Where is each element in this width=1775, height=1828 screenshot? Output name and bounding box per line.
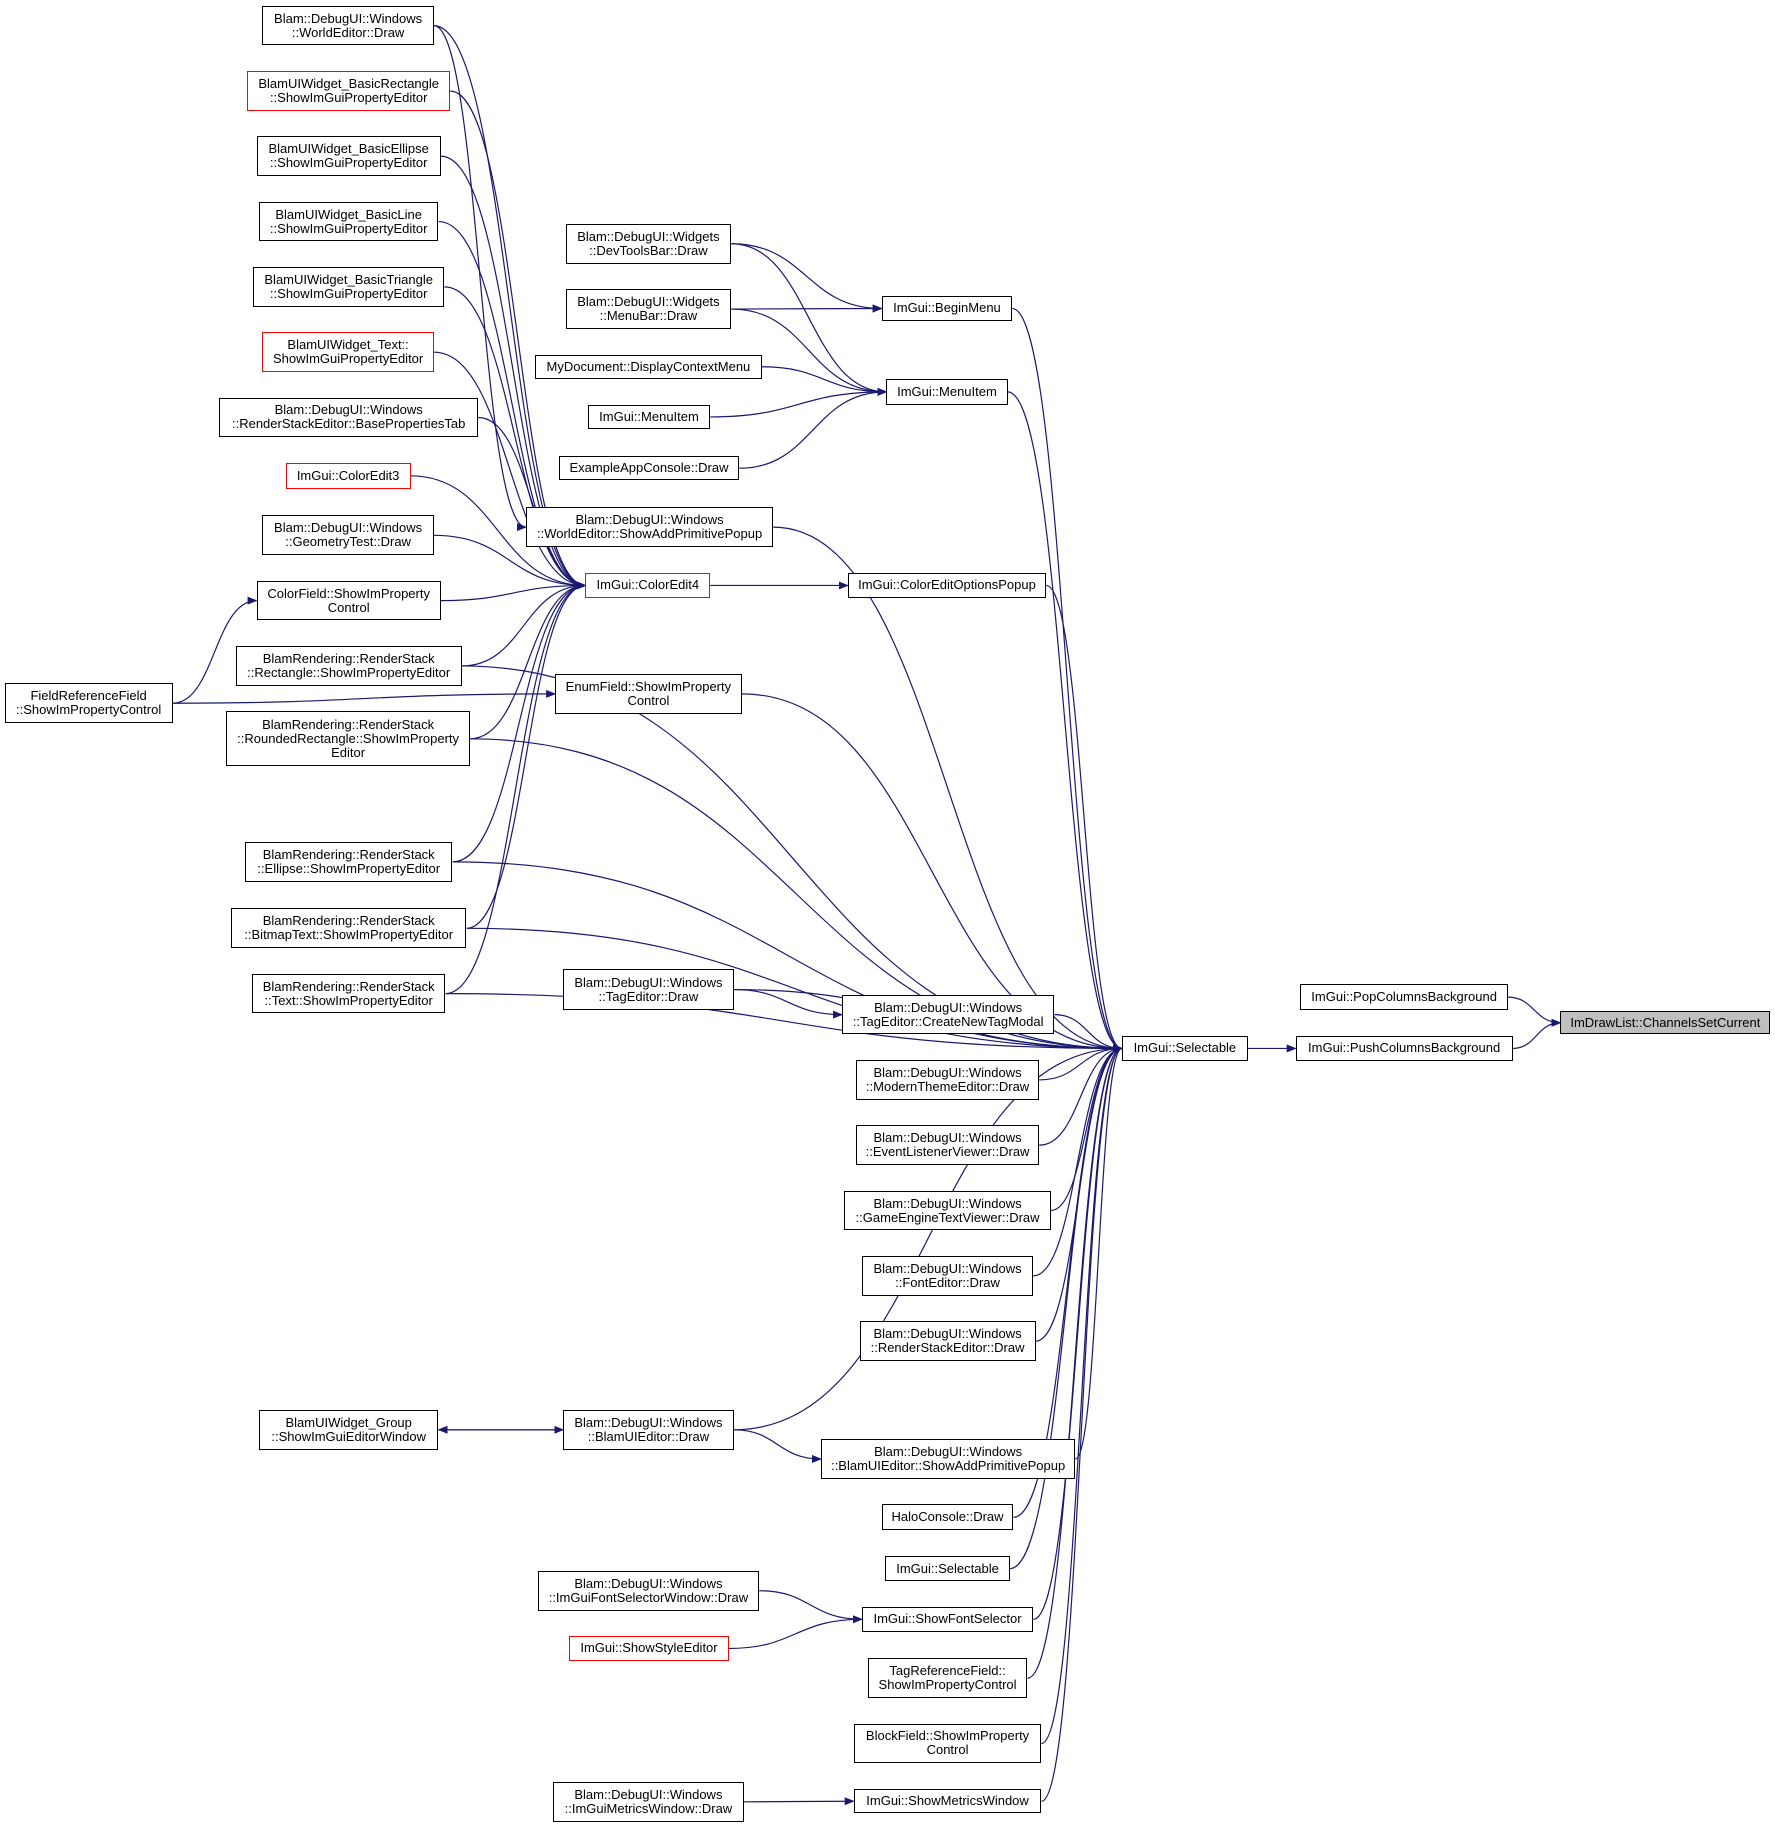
graph-node-coloredit3[interactable]: ImGui::ColorEdit3 [285, 462, 411, 489]
graph-node-haloconsole[interactable]: HaloConsole::Draw [881, 1504, 1014, 1531]
graph-edge-styleeditor-to-fontselector [728, 1615, 863, 1650]
graph-edge-basicline-to-coloredit4 [438, 220, 587, 590]
graph-edge-rstext-to-coloredit4 [445, 581, 587, 995]
graph-node-colorfield[interactable]: ColorField::ShowImProperty Control [256, 580, 441, 621]
graph-node-gameenginetext[interactable]: Blam::DebugUI::Windows ::GameEngineTextV… [844, 1190, 1051, 1231]
graph-node-popcols[interactable]: ImGui::PopColumnsBackground [1300, 984, 1508, 1010]
graph-node-styleeditor[interactable]: ImGui::ShowStyleEditor [569, 1636, 729, 1661]
graph-edge-rsellipse-to-coloredit4 [452, 581, 587, 863]
graph-edge-mydoc-to-menuitem [761, 366, 888, 396]
graph-node-basicrect[interactable]: BlamUIWidget_BasicRectangle ::ShowImGuiP… [247, 71, 451, 111]
graph-node-fonteditor[interactable]: Blam::DebugUI::Windows ::FontEditor::Dra… [861, 1256, 1034, 1296]
graph-edge-fieldref-to-enumfield [172, 689, 557, 704]
graph-node-tageditor[interactable]: Blam::DebugUI::Windows ::TagEditor::Draw [563, 969, 734, 1010]
graph-edge-gameenginetext-to-selectable [1050, 1044, 1123, 1212]
graph-node-metricsdraw[interactable]: Blam::DebugUI::Windows ::ImGuiMetricsWin… [552, 1781, 745, 1822]
graph-node-channels: ImDrawList::ChannelsSetCurrent [1560, 1011, 1771, 1035]
graph-node-coloredit4[interactable]: ImGui::ColorEdit4 [585, 572, 711, 599]
graph-edge-coloredit3-to-coloredit4 [410, 475, 587, 590]
graph-edge-rsrect-to-coloredit4 [461, 581, 587, 667]
graph-edge-fontselwin-to-fontselector [759, 1590, 863, 1624]
graph-node-mydoc[interactable]: MyDocument::DisplayContextMenu [535, 354, 762, 380]
graph-edge-popcols-to-channels [1507, 996, 1562, 1027]
graph-edge-devtools-to-beginmenu [731, 243, 883, 313]
graph-node-rsebase[interactable]: Blam::DebugUI::Windows ::RenderStackEdit… [219, 397, 479, 438]
graph-edge-blockfield-to-selectable [1041, 1044, 1123, 1745]
graph-edge-tageditor-to-createtag [733, 988, 844, 1019]
graph-node-weaddprim[interactable]: Blam::DebugUI::Windows ::WorldEditor::Sh… [525, 507, 774, 547]
graph-edge-tagreffield-to-selectable [1027, 1044, 1123, 1679]
graph-node-basicellipse[interactable]: BlamUIWidget_BasicEllipse ::ShowImGuiPro… [256, 136, 441, 177]
graph-edge-rsbitmap-to-coloredit4 [466, 581, 587, 929]
graph-node-blockfield[interactable]: BlockField::ShowImProperty Control [853, 1723, 1042, 1764]
graph-node-uitext[interactable]: BlamUIWidget_Text:: ShowImGuiPropertyEdi… [262, 332, 434, 373]
graph-edge-menuitem-to-selectable [1007, 391, 1123, 1053]
graph-node-createtag[interactable]: Blam::DebugUI::Windows ::TagEditor::Crea… [842, 994, 1055, 1035]
graph-node-rsbitmap[interactable]: BlamRendering::RenderStack ::BitmapText:… [230, 908, 467, 949]
graph-edge-devtools-to-menuitem [731, 243, 888, 396]
graph-node-fontselwin[interactable]: Blam::DebugUI::Windows ::ImGuiFontSelect… [537, 1570, 760, 1611]
graph-edge-metricsdraw-to-metricswin [744, 1797, 855, 1806]
graph-node-menubar[interactable]: Blam::DebugUI::Widgets ::MenuBar::Draw [565, 289, 732, 329]
graph-edge-pushcols-to-channels [1512, 1018, 1562, 1050]
graph-node-pushcols[interactable]: ImGui::PushColumnsBackground [1295, 1035, 1513, 1062]
graph-node-fontselector[interactable]: ImGui::ShowFontSelector [861, 1607, 1034, 1632]
graph-edge-weditor-to-coloredit4 [433, 25, 587, 590]
graph-edge-geomtest-to-coloredit4 [433, 534, 587, 590]
graph-node-basicline[interactable]: BlamUIWidget_BasicLine ::ShowImGuiProper… [258, 201, 439, 242]
graph-node-uigroup[interactable]: BlamUIWidget_Group ::ShowImGuiEditorWind… [258, 1409, 439, 1450]
graph-node-modern[interactable]: Blam::DebugUI::Windows ::ModernThemeEdit… [856, 1060, 1040, 1100]
graph-edge-basicrect-to-coloredit4 [450, 90, 587, 590]
graph-edge-colorpopup-to-selectable [1045, 584, 1123, 1053]
graph-edge-fieldref-to-colorfield [172, 596, 258, 704]
graph-node-colorpopup[interactable]: ImGui::ColorEditOptionsPopup [847, 572, 1047, 599]
graph-edge-beginmenu-to-selectable [1012, 307, 1123, 1053]
graph-edge-menubar-to-menuitem [731, 308, 888, 396]
graph-node-devtools[interactable]: Blam::DebugUI::Widgets ::DevToolsBar::Dr… [565, 223, 732, 264]
graph-node-weditor[interactable]: Blam::DebugUI::Windows ::WorldEditor::Dr… [262, 5, 434, 46]
graph-node-rseditor[interactable]: Blam::DebugUI::Windows ::RenderStackEdit… [859, 1321, 1036, 1361]
graph-edge-rsebase-to-coloredit4 [478, 416, 587, 590]
graph-edge-metricswin-to-selectable [1041, 1044, 1123, 1802]
graph-edge-menuitem2-to-menuitem [710, 387, 888, 418]
graph-node-basictri[interactable]: BlamUIWidget_BasicTriangle ::ShowImGuiPr… [253, 267, 445, 307]
graph-node-beginmenu[interactable]: ImGui::BeginMenu [881, 296, 1013, 321]
graph-edge-menubar-to-beginmenu [731, 304, 883, 313]
graph-node-menuitem[interactable]: ImGui::MenuItem [886, 379, 1008, 405]
graph-node-appconsole[interactable]: ExampleAppConsole::Draw [558, 455, 740, 481]
graph-node-rsellipse[interactable]: BlamRendering::RenderStack ::Ellipse::Sh… [244, 842, 453, 882]
graph-node-metricswin[interactable]: ImGui::ShowMetricsWindow [853, 1788, 1042, 1814]
graph-node-eventlistener[interactable]: Blam::DebugUI::Windows ::EventListenerVi… [856, 1125, 1040, 1166]
graph-edge-blamuieditor-to-selectable [733, 1044, 1123, 1431]
graph-edge-weaddprim-to-selectable [773, 526, 1123, 1053]
graph-node-rstext[interactable]: BlamRendering::RenderStack ::Text::ShowI… [251, 973, 446, 1014]
graph-node-rsround[interactable]: BlamRendering::RenderStack ::RoundedRect… [226, 711, 470, 767]
graph-node-bueaddprim[interactable]: Blam::DebugUI::Windows ::BlamUIEditor::S… [821, 1439, 1076, 1479]
graph-edge-weditor-to-weaddprim [433, 25, 527, 532]
graph-node-selectable2[interactable]: ImGui::Selectable [885, 1555, 1010, 1582]
graph-node-menuitem2[interactable]: ImGui::MenuItem [587, 404, 711, 430]
graph-edge-fonteditor-to-selectable [1033, 1044, 1123, 1277]
graph-node-tagreffield[interactable]: TagReferenceField:: ShowImPropertyContro… [867, 1658, 1028, 1699]
graph-node-rsrect[interactable]: BlamRendering::RenderStack ::Rectangle::… [235, 646, 462, 686]
graph-edge-bueaddprim-to-selectable [1074, 1044, 1123, 1460]
graph-edge-createtag-to-selectable [1054, 1014, 1123, 1053]
graph-edge-eventlistener-to-selectable [1039, 1044, 1123, 1146]
graph-edge-rsbitmap-to-selectable [466, 927, 1123, 1053]
graph-node-enumfield[interactable]: EnumField::ShowImProperty Control [555, 674, 742, 714]
graph-node-blamuieditor[interactable]: Blam::DebugUI::Windows ::BlamUIEditor::D… [563, 1409, 734, 1450]
graph-node-fieldref[interactable]: FieldReferenceField ::ShowImPropertyCont… [4, 683, 173, 724]
graph-edge-basicellipse-to-coloredit4 [440, 155, 587, 590]
graph-edge-colorfield-to-coloredit4 [440, 581, 587, 602]
graph-edge-appconsole-to-menuitem [739, 387, 888, 469]
graph-edge-selectable2-to-selectable [1009, 1044, 1123, 1570]
graph-edge-rsellipse-to-selectable [452, 861, 1123, 1053]
graph-node-selectable[interactable]: ImGui::Selectable [1121, 1035, 1248, 1062]
graph-edge-rsround-to-coloredit4 [469, 581, 587, 740]
graph-edge-uitext-to-coloredit4 [433, 351, 587, 590]
graph-node-geomtest[interactable]: Blam::DebugUI::Windows ::GeometryTest::D… [262, 515, 434, 556]
graph-edge-blamuieditor-to-bueaddprim [733, 1429, 823, 1463]
